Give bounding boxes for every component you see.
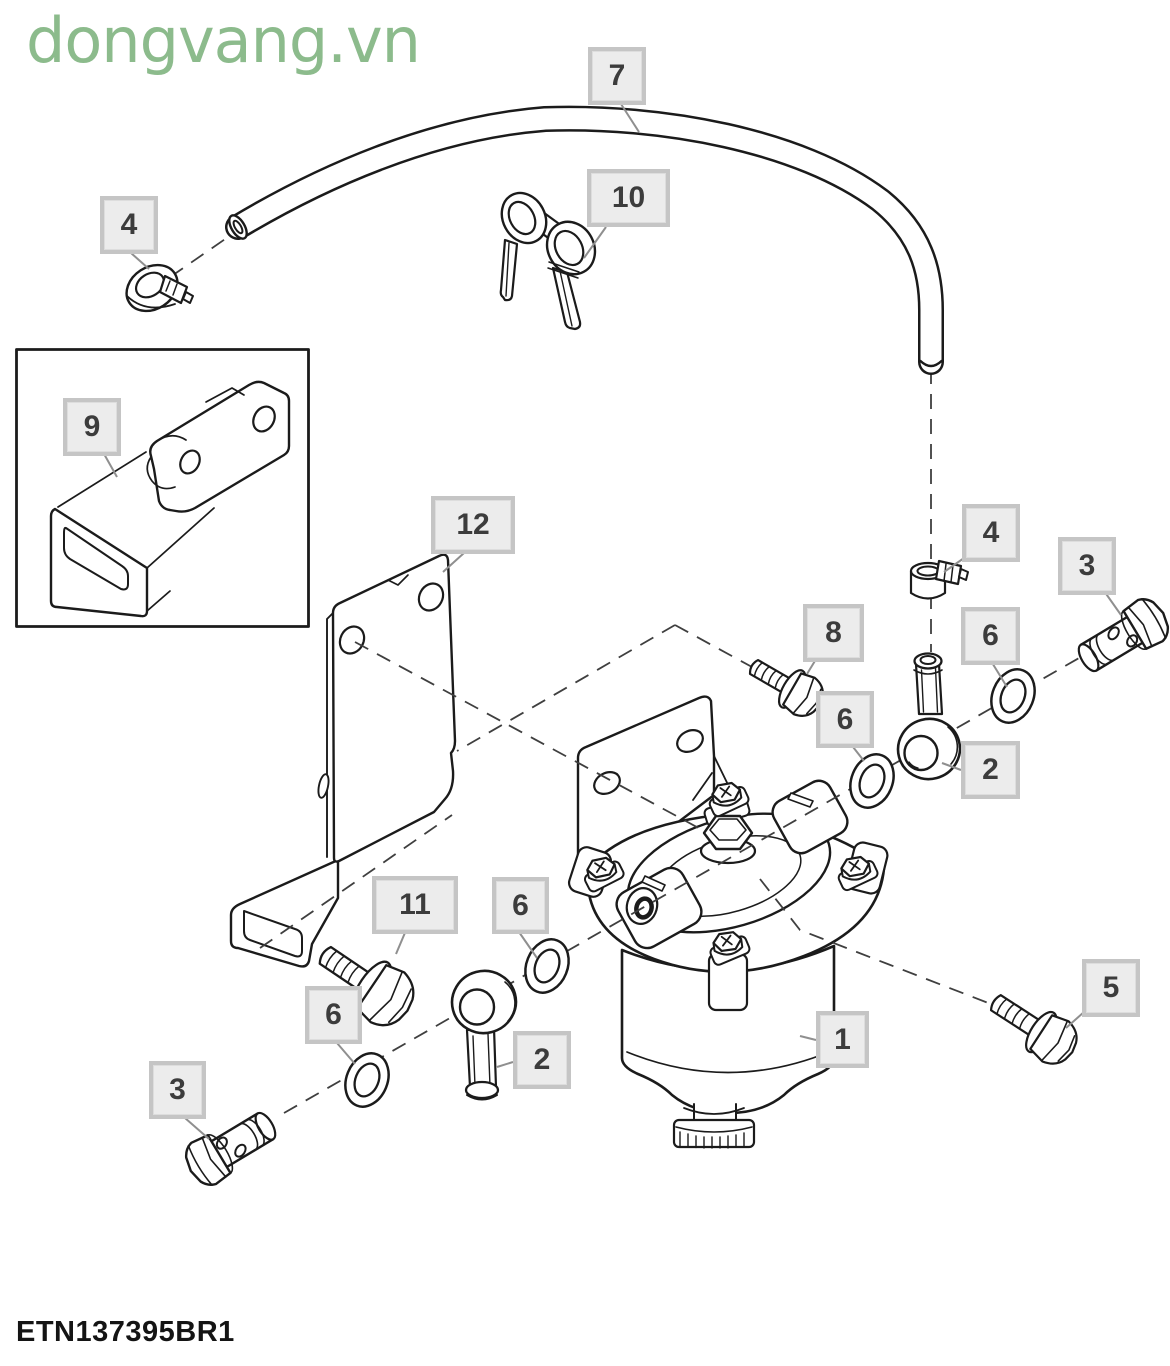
callout-6-right: 6 — [961, 607, 1020, 665]
watermark: dongvang.vn — [26, 4, 421, 77]
bracket-large-12 — [229, 553, 457, 968]
callout-5: 5 — [1082, 959, 1140, 1017]
document-code: ETN137395BR1 — [16, 1316, 235, 1348]
callout-4-right: 4 — [962, 504, 1020, 562]
callout-1: 1 — [816, 1011, 869, 1068]
callout-8: 8 — [803, 604, 864, 662]
hose-clamp-4-right — [909, 559, 969, 600]
washer-6-bottom-left — [336, 1045, 398, 1115]
bracket-small-9 — [49, 380, 291, 618]
bolt-8 — [748, 658, 824, 717]
washer-6-right — [982, 661, 1044, 731]
spring-clip-10 — [499, 191, 597, 331]
inset-frame — [15, 348, 310, 628]
callout-3-bottom-left: 3 — [149, 1061, 206, 1119]
bolt-5 — [989, 994, 1078, 1065]
filter-head — [567, 779, 889, 1012]
callout-2-bottom: 2 — [513, 1031, 571, 1089]
callout-10: 10 — [587, 169, 670, 227]
callout-12: 12 — [431, 496, 515, 554]
banjo-bolt-3-right — [1069, 591, 1170, 684]
banjo-fitting-2-bottom — [450, 969, 518, 1101]
washer-6-center-right — [841, 746, 903, 816]
callout-9: 9 — [63, 398, 121, 456]
bolt-11 — [318, 945, 415, 1027]
drain-plug — [672, 1103, 756, 1149]
banjo-fitting-2-right — [896, 652, 962, 781]
callout-6-center-right: 6 — [816, 691, 874, 748]
callout-7: 7 — [588, 47, 646, 105]
callout-6-center: 6 — [492, 877, 549, 934]
hose-clamp-4-left — [125, 263, 194, 313]
callout-3-right: 3 — [1058, 537, 1116, 595]
callout-leader-lines — [98, 103, 1122, 1140]
fuel-hose-7 — [225, 105, 944, 375]
callout-11: 11 — [372, 876, 458, 934]
callout-6-bottom-left: 6 — [305, 986, 362, 1044]
callout-2-right: 2 — [961, 741, 1020, 799]
callout-4-left: 4 — [100, 196, 158, 254]
